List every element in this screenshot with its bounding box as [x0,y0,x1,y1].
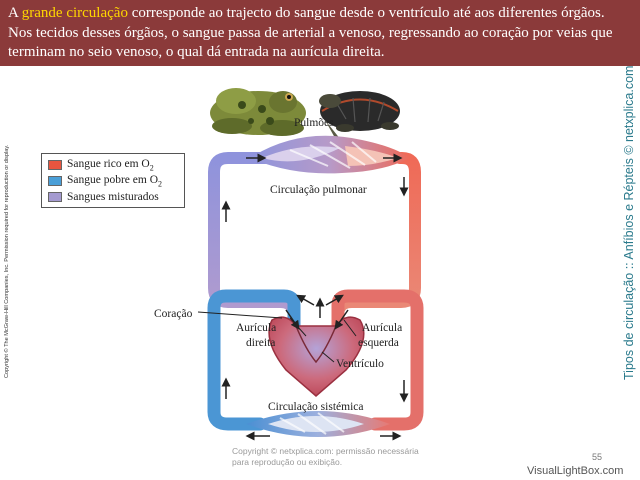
body-capillaries [246,411,390,437]
label-left-atrium-1: Aurícula [362,322,402,334]
legend: Sangue rico em O2 Sangue pobre em O2 San… [41,153,185,208]
legend-swatch-red [48,160,62,170]
legend-item-oxygen-rich: Sangue rico em O2 [48,157,178,173]
heart [268,316,365,397]
label-lungs: Pulmões [294,117,334,129]
header-text-pre: A [8,5,22,21]
pulmonary-inner-loop [235,172,395,291]
frog-illustration [210,88,306,136]
legend-label: Sangue rico em O2 [67,157,154,173]
label-right-atrium-1: Aurícula [236,322,276,334]
legend-item-mixed: Sangues misturados [48,189,178,205]
turtle-illustration [319,91,400,148]
label-left-atrium-2: esquerda [358,337,399,349]
header-highlight: grande circulação [21,5,128,21]
brand-footer: VisualLightBox.com [527,465,624,477]
legend-label: Sangues misturados [67,191,159,203]
legend-label: Sangue pobre em O2 [67,173,163,189]
legend-swatch-purple [48,192,62,202]
header-banner: A grande circulação corresponde ao traje… [0,0,640,66]
right-atrium-leader [289,317,307,337]
watermark-notice: Copyright © netxplica.com: permissão nec… [232,446,419,467]
label-right-atrium-2: direita [246,337,275,349]
legend-swatch-blue [48,176,62,186]
systemic-left-vessel [207,289,301,431]
label-ventricle: Ventrículo [336,358,384,370]
page-number: 55 [592,452,603,462]
lung-capillaries [250,135,410,174]
header-text-post: corresponde ao trajecto do sangue desde … [8,5,613,60]
legend-item-oxygen-poor: Sangue pobre em O2 [48,173,178,189]
label-heart: Coração [154,308,193,320]
left-atrium-leader [343,319,357,337]
label-pulmonary-circulation: Circulação pulmonar [270,184,367,196]
ventricle-leader [321,351,335,363]
heart-leader [197,311,283,319]
label-systemic-circulation: Circulação sistémica [268,401,363,413]
